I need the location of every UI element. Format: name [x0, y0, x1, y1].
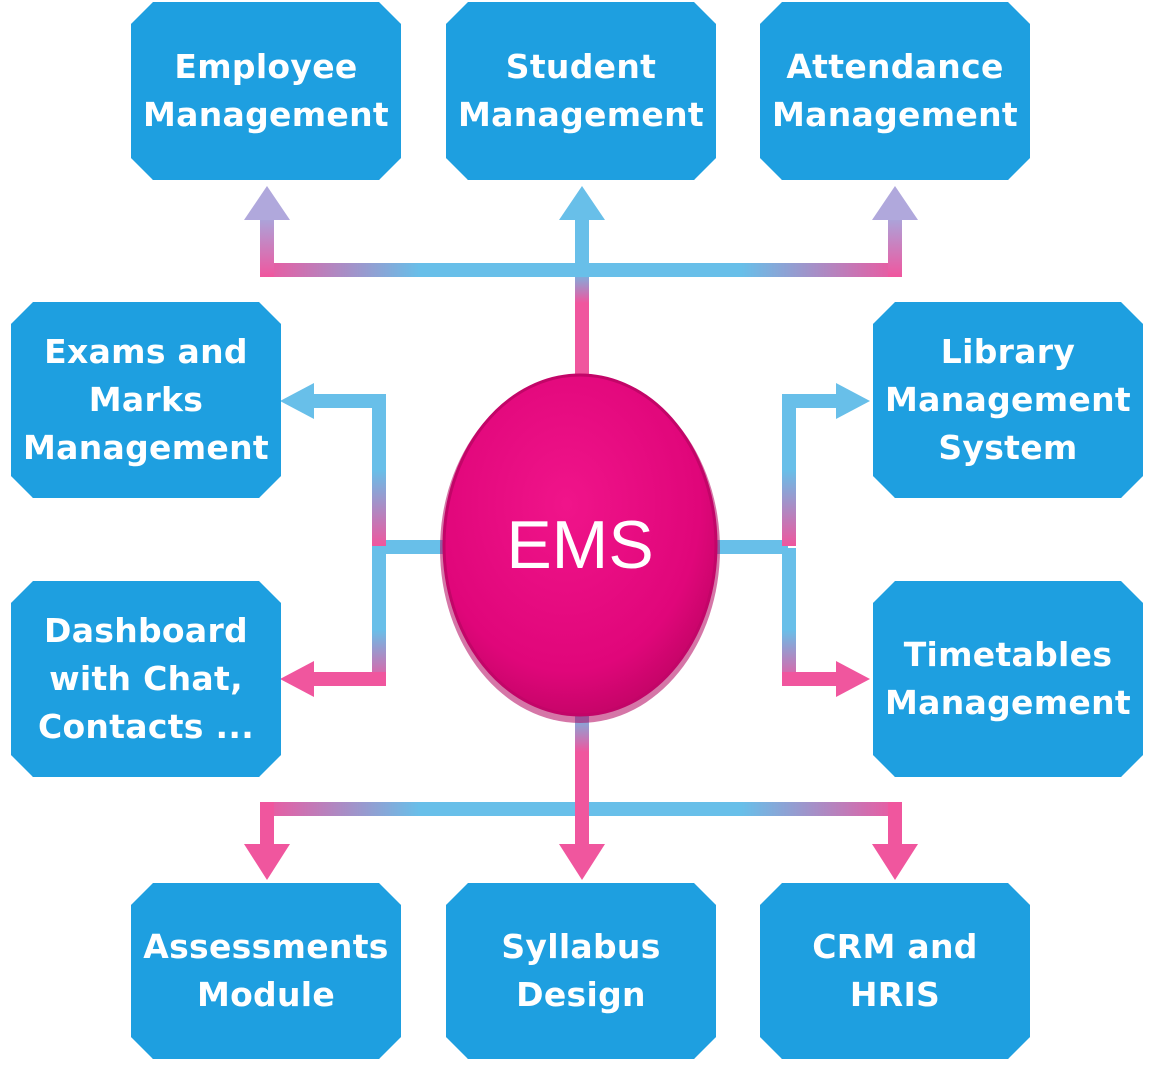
node-student-management: Student Management	[446, 2, 716, 180]
node-timetables-management: Timetables Management	[873, 581, 1143, 777]
arrow-down-crm	[872, 844, 918, 880]
hub-circle	[442, 373, 718, 717]
node-exams-marks-management: Exams and Marks Management	[11, 302, 281, 498]
arrow-right-timetables	[836, 661, 870, 697]
top-connector	[244, 186, 918, 380]
hub-label: EMS	[506, 507, 654, 583]
node-dashboard: Dashboard with Chat, Contacts ...	[11, 581, 281, 777]
arrow-left-dashboard	[280, 661, 314, 697]
node-label: Assessments Module	[143, 927, 389, 1014]
node-library-management-system: Library Management System	[873, 302, 1143, 498]
node-label: Dashboard with Chat, Contacts ...	[37, 611, 255, 746]
node-attendance-management: Attendance Management	[760, 2, 1030, 180]
arrow-up-attendance	[872, 186, 918, 220]
node-employee-management: Employee Management	[131, 2, 401, 180]
right-connector	[708, 383, 870, 697]
left-connector	[280, 383, 452, 697]
arrow-down-syllabus	[559, 844, 605, 880]
arrow-down-assessments	[244, 844, 290, 880]
node-label: Syllabus Design	[501, 927, 661, 1014]
node-label: Attendance Management	[772, 47, 1018, 134]
node-assessments-module: Assessments Module	[131, 883, 401, 1059]
node-syllabus-design: Syllabus Design	[446, 883, 716, 1059]
node-label: Library Management System	[885, 332, 1131, 467]
node-label: CRM and HRIS	[812, 927, 978, 1014]
arrow-right-library	[836, 383, 870, 419]
arrow-left-exams	[280, 383, 314, 419]
node-crm-hris: CRM and HRIS	[760, 883, 1030, 1059]
node-label: Exams and Marks Management	[23, 332, 269, 467]
arrow-up-student	[559, 186, 605, 220]
bottom-connector	[244, 712, 918, 880]
node-label: Timetables Management	[885, 635, 1131, 722]
node-label: Employee Management	[143, 47, 389, 134]
arrow-up-employee	[244, 186, 290, 220]
node-label: Student Management	[458, 47, 704, 134]
